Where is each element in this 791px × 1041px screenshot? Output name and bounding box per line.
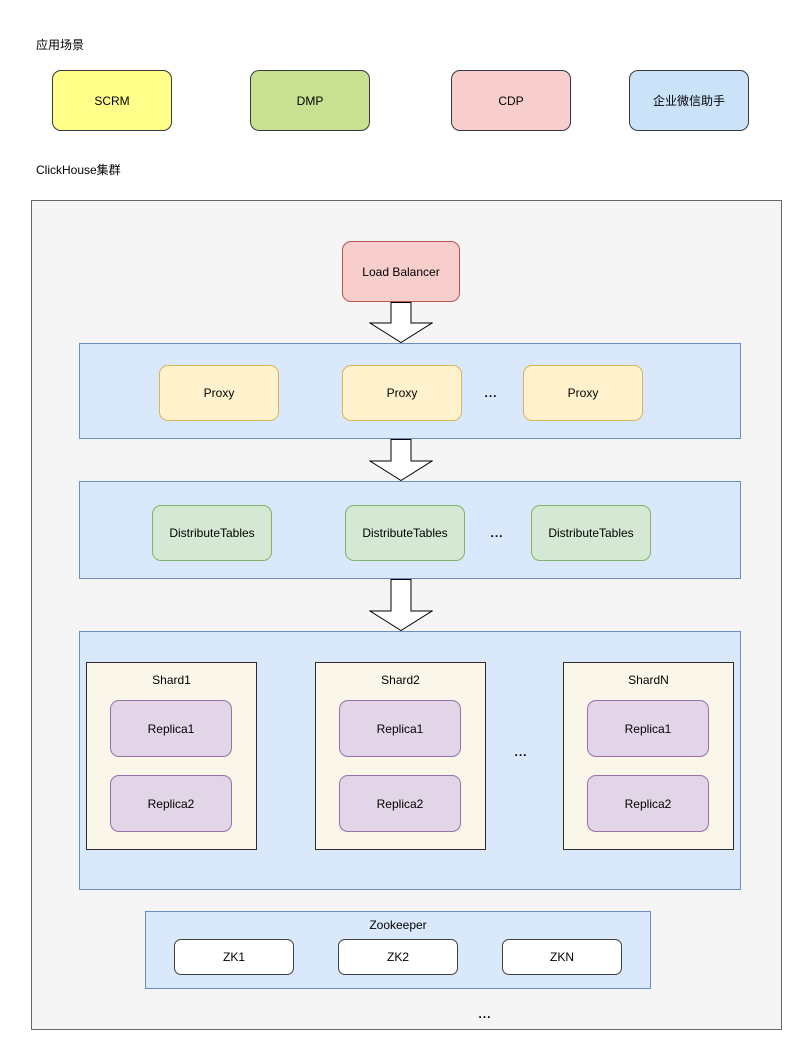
shards-ellipsis: ... <box>514 745 528 759</box>
distribute-tables-node-1: DistributeTables <box>152 505 272 561</box>
shard-n-replica-1: Replica1 <box>587 700 709 757</box>
distribute-tables-band: DistributeTables DistributeTables ... Di… <box>79 481 741 579</box>
shard-1-replica-2-label: Replica2 <box>147 796 195 811</box>
app-node-scrm-label: SCRM <box>94 93 130 108</box>
app-node-cdp: CDP <box>451 70 571 131</box>
proxy-node-1-label: Proxy <box>203 386 235 400</box>
proxy-node-2: Proxy <box>342 365 462 421</box>
zookeeper-node-zk2-label: ZK2 <box>386 950 409 964</box>
shard-n-replica-2: Replica2 <box>587 775 709 832</box>
clickhouse-cluster-container: Load Balancer Proxy Proxy ... Proxy Dist… <box>31 200 782 1030</box>
distribute-tables-node-1-label: DistributeTables <box>169 526 255 540</box>
app-node-wechat-assistant: 企业微信助手 <box>629 70 749 131</box>
zookeeper-node-zk1: ZK1 <box>174 939 294 975</box>
load-balancer-node: Load Balancer <box>342 241 460 302</box>
zookeeper-title: Zookeeper <box>369 918 427 932</box>
shard-2-replica-2: Replica2 <box>339 775 461 832</box>
shard-2-replica-2-label: Replica2 <box>376 796 424 811</box>
shard-n-title: ShardN <box>628 673 669 687</box>
shard-n-box: ShardN Replica1 Replica2 <box>563 662 734 850</box>
app-node-wechat-assistant-label: 企业微信助手 <box>652 94 725 108</box>
application-scenarios-label: 应用场景 <box>36 38 85 52</box>
shard-2-title: Shard2 <box>381 673 420 687</box>
distribute-tables-ellipsis: ... <box>490 526 504 540</box>
down-arrow-icon <box>369 302 433 343</box>
shards-band: Shard1 Replica1 Replica2 Shard2 Replica1… <box>79 631 741 890</box>
proxy-node-n: Proxy <box>523 365 643 421</box>
shard-1-replica-1-label: Replica1 <box>147 721 195 736</box>
proxy-node-n-label: Proxy <box>567 386 599 400</box>
zookeeper-node-zk2: ZK2 <box>338 939 458 975</box>
app-node-scrm: SCRM <box>52 70 172 131</box>
down-arrow-icon <box>369 579 433 631</box>
shard-2-replica-1-label: Replica1 <box>376 721 424 736</box>
down-arrow-icon <box>369 439 433 481</box>
app-node-dmp: DMP <box>250 70 370 131</box>
load-balancer-label: Load Balancer <box>362 264 440 279</box>
shard-2-box: Shard2 Replica1 Replica2 <box>315 662 486 850</box>
zookeeper-node-zk1-label: ZK1 <box>222 950 245 964</box>
distribute-tables-node-2-label: DistributeTables <box>362 526 448 540</box>
shard-n-replica-2-label: Replica2 <box>624 796 672 811</box>
distribute-tables-node-n: DistributeTables <box>531 505 651 561</box>
proxy-node-2-label: Proxy <box>386 386 418 400</box>
shard-2-replica-1: Replica1 <box>339 700 461 757</box>
zookeeper-box: Zookeeper ZK1 ZK2 ZKN <box>145 911 651 989</box>
app-node-dmp-label: DMP <box>296 93 324 108</box>
distribute-tables-node-2: DistributeTables <box>345 505 465 561</box>
shard-1-replica-2: Replica2 <box>110 775 232 832</box>
proxy-layer-band: Proxy Proxy ... Proxy <box>79 343 741 439</box>
shard-1-title: Shard1 <box>152 673 191 687</box>
proxy-node-1: Proxy <box>159 365 279 421</box>
proxy-ellipsis: ... <box>484 386 498 400</box>
distribute-tables-node-n-label: DistributeTables <box>548 526 634 540</box>
cluster-bottom-ellipsis: ... <box>478 1007 492 1021</box>
shard-1-replica-1: Replica1 <box>110 700 232 757</box>
clickhouse-cluster-label: ClickHouse集群 <box>36 163 121 177</box>
zookeeper-node-zkn: ZKN <box>502 939 622 975</box>
shard-n-replica-1-label: Replica1 <box>624 721 672 736</box>
app-node-cdp-label: CDP <box>498 93 524 108</box>
zookeeper-node-zkn-label: ZKN <box>550 950 574 964</box>
shard-1-box: Shard1 Replica1 Replica2 <box>86 662 257 850</box>
